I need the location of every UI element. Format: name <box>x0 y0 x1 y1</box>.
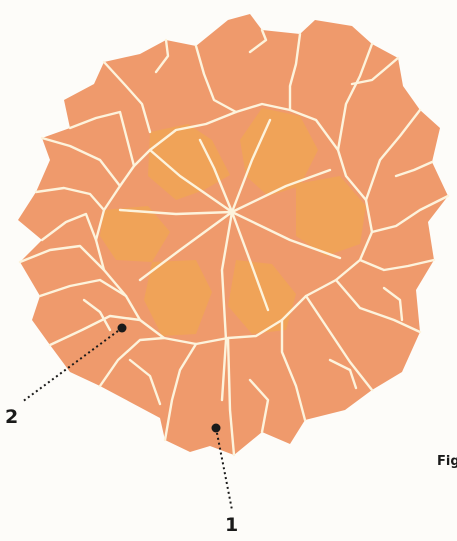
callout-dot-1 <box>212 424 221 433</box>
label-number-2: 2 <box>5 408 18 427</box>
flower-outer-silhouette <box>18 14 448 455</box>
label-number-1: 1 <box>225 516 238 535</box>
figure-caption: Fig <box>437 454 457 469</box>
callout-dot-2 <box>118 324 127 333</box>
